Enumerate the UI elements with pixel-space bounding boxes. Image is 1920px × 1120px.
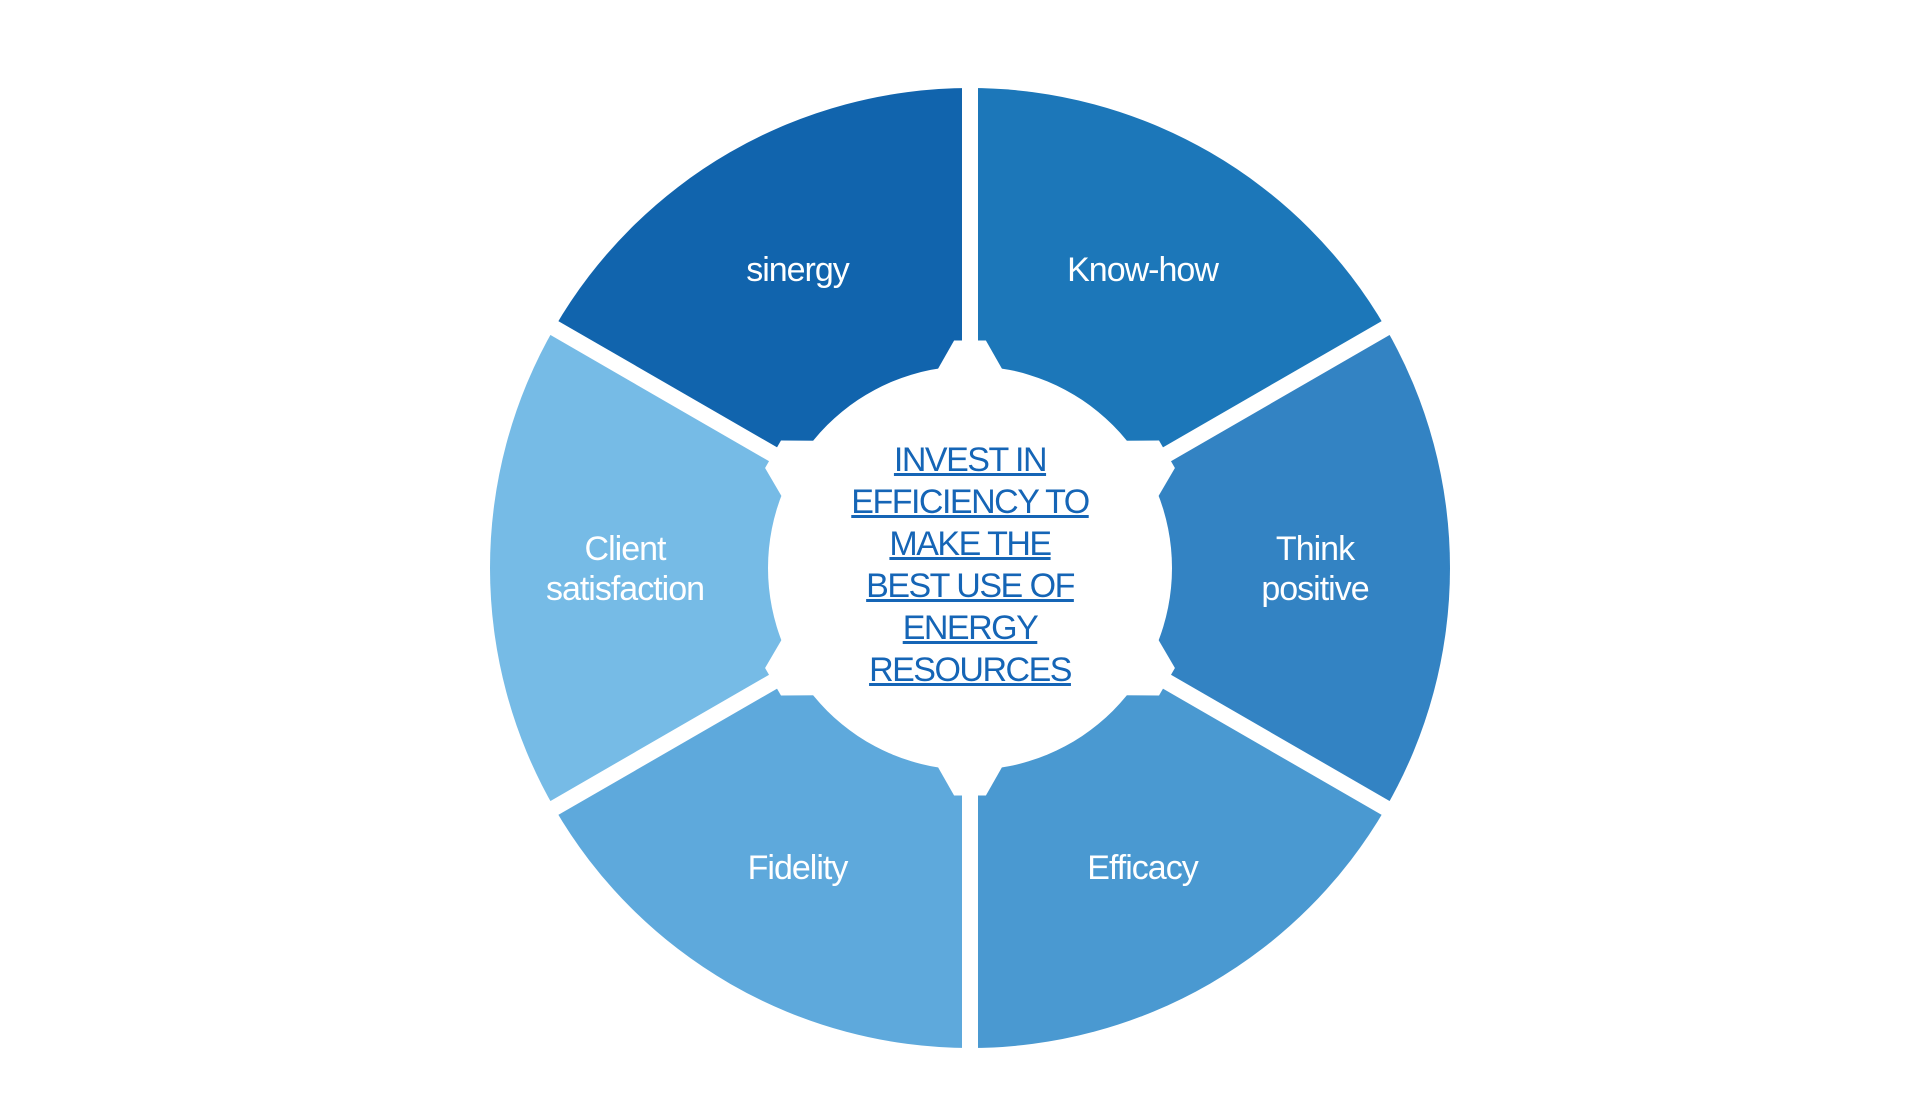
gear-tooth [765, 568, 970, 696]
segment-label-line: Know-how [1067, 251, 1219, 289]
gear-tooth [970, 440, 1175, 568]
gear-tooth [765, 440, 970, 568]
segment-label: Fidelity [748, 849, 849, 887]
wheel-segment [490, 328, 970, 808]
segment-label-line: Think [1276, 530, 1356, 568]
segment-label: sinergy [746, 251, 850, 289]
segment-label-line: positive [1261, 570, 1368, 608]
segment-label-line: Efficacy [1087, 849, 1198, 887]
segment-label-line: satisfaction [546, 570, 704, 608]
segment-label-line: Client [585, 530, 667, 568]
segment-label-line: sinergy [746, 251, 850, 289]
center-text: INVEST IN EFFICIENCY TO MAKE THE BEST US… [850, 441, 1090, 689]
segment-label-line: Fidelity [748, 849, 849, 887]
center-gear [765, 340, 1175, 796]
gear-tooth [970, 568, 1175, 696]
wheel-segment [970, 328, 1450, 808]
gear-tooth [935, 568, 1005, 796]
segment-label: Efficacy [1087, 849, 1198, 887]
gear-tooth [935, 340, 1005, 568]
segment-label: Know-how [1067, 251, 1219, 289]
center-link[interactable]: INVEST IN EFFICIENCY TO MAKE THE BEST US… [851, 441, 1090, 689]
